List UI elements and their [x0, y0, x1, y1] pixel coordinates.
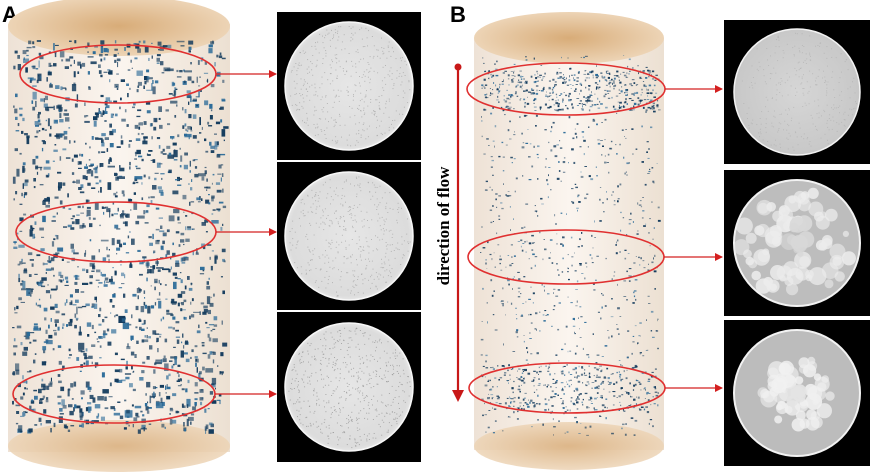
core-sample-b [474, 12, 664, 470]
core-a-top-cap [8, 0, 230, 56]
panel-b-label: B [450, 2, 466, 27]
core-b-top-cap [474, 12, 664, 64]
ct-slice-a-top [277, 12, 421, 160]
flow-direction-indicator: direction of flow [434, 63, 464, 402]
panel-a: A [2, 0, 421, 472]
ct-slice-b-middle [724, 170, 870, 316]
core-b-pore-network [480, 55, 661, 436]
core-sample-a [8, 0, 230, 472]
core-a-slice-markers [12, 44, 277, 424]
core-a-body [8, 24, 230, 452]
core-b-slice-markers [466, 62, 723, 414]
core-b-bottom-cap [474, 422, 664, 470]
flow-arrow-head [452, 390, 464, 402]
ct-slice-a-middle [277, 162, 421, 310]
ct-slice-a-bottom [277, 312, 421, 462]
flow-direction-label: direction of flow [434, 166, 453, 285]
panel-b: B direction of flow [434, 2, 870, 470]
core-a-pore-network [12, 40, 229, 434]
ct-slice-b-top [724, 20, 870, 164]
ct-slice-b-bottom [724, 320, 870, 466]
core-a-bottom-cap [8, 420, 230, 472]
ct-slices-b [724, 20, 870, 466]
ct-slices-a [277, 12, 421, 462]
